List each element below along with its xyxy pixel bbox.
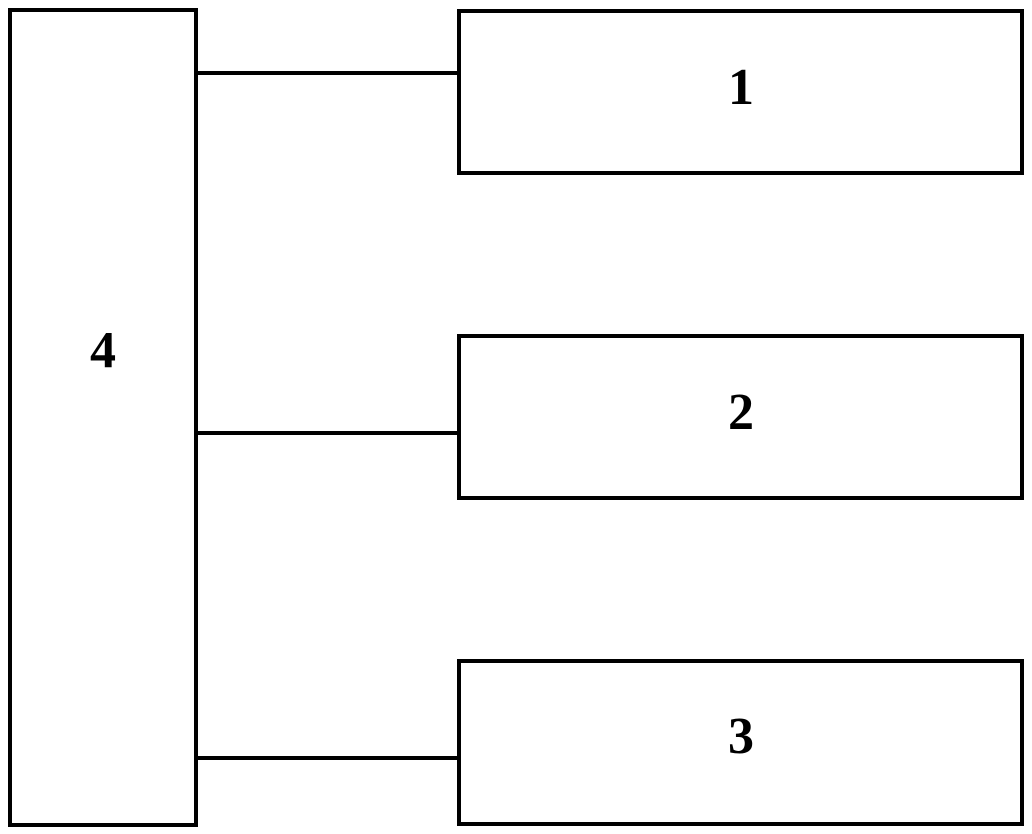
block-4: 4 [10,10,196,825]
block-1: 1 [459,11,1022,173]
block-3: 3 [459,661,1022,824]
block-2: 2 [459,336,1022,498]
block-2-label: 2 [728,384,754,441]
block-1-label: 1 [728,59,754,116]
block-3-label: 3 [728,708,754,765]
block-4-label: 4 [90,322,116,379]
block-4-frame [10,10,196,825]
